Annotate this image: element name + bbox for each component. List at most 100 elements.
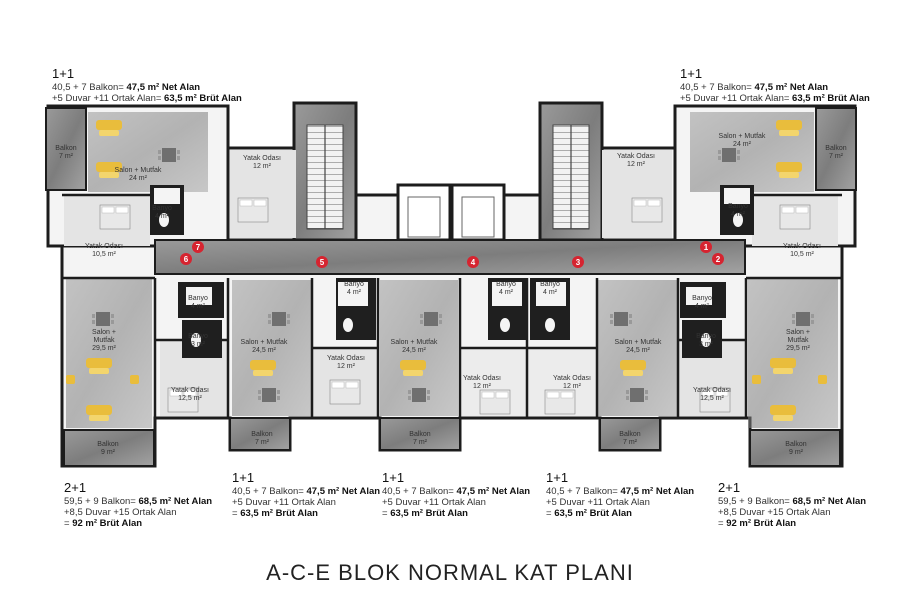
room-banyo: Banyo <box>728 203 748 210</box>
room-area: 3 m² <box>191 341 206 348</box>
room-yatak: Yatak Odası <box>171 387 209 394</box>
room-salon: Salon + <box>786 329 810 336</box>
room-area: 3 m² <box>699 341 714 348</box>
room-banyo: Banyo <box>540 281 560 288</box>
room-yatak: Yatak Odası <box>327 355 365 362</box>
room-area: 24 m² <box>733 141 752 148</box>
unit-label-bottom-left: 2+1 59,5 + 9 Balkon= 68,5 m² Net Alan +8… <box>64 480 213 529</box>
room-banyo: Banyo <box>692 295 712 302</box>
room-area: 4 m² <box>499 289 514 296</box>
unit-marker[interactable]: 1 <box>700 241 712 253</box>
room-labels: Balkon 7 m² Salon + Mutfak 24 m² Yatak O… <box>55 133 847 456</box>
unit-type: 1+1 <box>680 66 703 81</box>
unit-label-bottom-2: 1+1 40,5 + 7 Balkon= 47,5 m² Net Alan +5… <box>232 470 381 519</box>
svg-text:3: 3 <box>576 258 581 267</box>
room-salon: Salon + Mutfak <box>719 133 766 140</box>
room-area: 24,5 m² <box>402 347 426 354</box>
room-area: 29,5 m² <box>92 345 116 352</box>
svg-text:2: 2 <box>716 255 721 264</box>
balconies <box>45 107 857 467</box>
room-area: 24 m² <box>129 175 148 182</box>
room-area: 9 m² <box>101 449 116 456</box>
room-area: 4 m² <box>695 303 710 310</box>
unit-type: 2+1 <box>64 480 87 495</box>
room-area: 12 m² <box>253 163 272 170</box>
room-balkon: Balkon <box>55 145 77 152</box>
room-area: 12,5 m² <box>178 395 202 402</box>
room-area: 12,5 m² <box>700 395 724 402</box>
room-salon: Salon + Mutfak <box>241 339 288 346</box>
room-area: 7 m² <box>829 153 844 160</box>
room-balkon: Balkon <box>619 431 641 438</box>
room-yatak: Yatak Odası <box>783 243 821 250</box>
room-area: 4 m² <box>191 303 206 310</box>
room-area: 7 m² <box>255 439 270 446</box>
room-salon: Mutfak <box>93 337 115 344</box>
bathrooms <box>150 185 754 358</box>
unit-marker[interactable]: 7 <box>192 241 204 253</box>
room-balkon: Balkon <box>251 431 273 438</box>
room-salon: Salon + Mutfak <box>615 339 662 346</box>
unit-markers: 1 2 3 4 5 6 7 <box>180 241 724 268</box>
room-yatak: Yatak Odası <box>617 153 655 160</box>
room-area: 4 m² <box>347 289 362 296</box>
room-area: 4 m² <box>731 211 746 218</box>
room-banyo: Banyo <box>696 333 716 340</box>
room-yatak: Yatak Odası <box>243 155 281 162</box>
unit-label-bottom-right: 2+1 59,5 + 9 Balkon= 68,5 m² Net Alan +8… <box>718 480 867 529</box>
room-yatak: Yatak Odası <box>85 243 123 250</box>
room-area: 29,5 m² <box>786 345 810 352</box>
room-area: 4 m² <box>543 289 558 296</box>
room-area: 10,5 m² <box>92 251 116 258</box>
room-area: 9 m² <box>789 449 804 456</box>
svg-text:7: 7 <box>196 243 201 252</box>
room-area: 4 m² <box>155 213 170 220</box>
room-balkon: Balkon <box>409 431 431 438</box>
room-salon: Mutfak <box>787 337 809 344</box>
unit-marker[interactable]: 4 <box>467 256 479 268</box>
unit-marker[interactable]: 6 <box>180 253 192 265</box>
room-balkon: Balkon <box>785 441 807 448</box>
unit-type: 1+1 <box>232 470 255 485</box>
room-balkon: Balkon <box>97 441 119 448</box>
page-title: A-C-E BLOK NORMAL KAT PLANI <box>266 560 634 585</box>
unit-label-top-right: 1+1 40,5 + 7 Balkon= 47,5 m² Net Alan +5… <box>680 66 870 104</box>
room-yatak: Yatak Odası <box>693 387 731 394</box>
unit-label-bottom-3: 1+1 40,5 + 7 Balkon= 47,5 m² Net Alan +5… <box>382 470 531 519</box>
room-banyo: Banyo <box>152 205 172 212</box>
room-area: 7 m² <box>413 439 428 446</box>
room-area: 7 m² <box>623 439 638 446</box>
room-banyo: Banyo <box>344 281 364 288</box>
unit-label-bottom-4: 1+1 40,5 + 7 Balkon= 47,5 m² Net Alan +5… <box>546 470 695 519</box>
room-yatak: Yatak Odası <box>553 375 591 382</box>
room-balkon: Balkon <box>825 145 847 152</box>
unit-marker[interactable]: 3 <box>572 256 584 268</box>
room-area: 24,5 m² <box>626 347 650 354</box>
room-area: 12 m² <box>627 161 646 168</box>
room-area: 12 m² <box>563 383 582 390</box>
unit-type: 1+1 <box>52 66 75 81</box>
room-banyo: Banyo <box>496 281 516 288</box>
unit-type: 2+1 <box>718 480 741 495</box>
room-area: 24,5 m² <box>252 347 276 354</box>
room-area: 12 m² <box>473 383 492 390</box>
room-banyo: Banyo <box>188 333 208 340</box>
unit-type: 1+1 <box>382 470 405 485</box>
room-banyo: Banyo <box>188 295 208 302</box>
room-salon: Salon + Mutfak <box>391 339 438 346</box>
svg-text:6: 6 <box>184 255 189 264</box>
room-salon: Salon + Mutfak <box>115 167 162 174</box>
room-yatak: Yatak Odası <box>463 375 501 382</box>
unit-marker[interactable]: 5 <box>316 256 328 268</box>
room-area: 10,5 m² <box>790 251 814 258</box>
svg-text:4: 4 <box>471 258 476 267</box>
room-area: 7 m² <box>59 153 74 160</box>
unit-label-top-left: 1+1 40,5 + 7 Balkon= 47,5 m² Net Alan +5… <box>52 66 242 104</box>
room-salon: Salon + <box>92 329 116 336</box>
svg-text:5: 5 <box>320 258 325 267</box>
unit-marker[interactable]: 2 <box>712 253 724 265</box>
room-area: 12 m² <box>337 363 356 370</box>
svg-text:1: 1 <box>704 243 709 252</box>
unit-type: 1+1 <box>546 470 569 485</box>
